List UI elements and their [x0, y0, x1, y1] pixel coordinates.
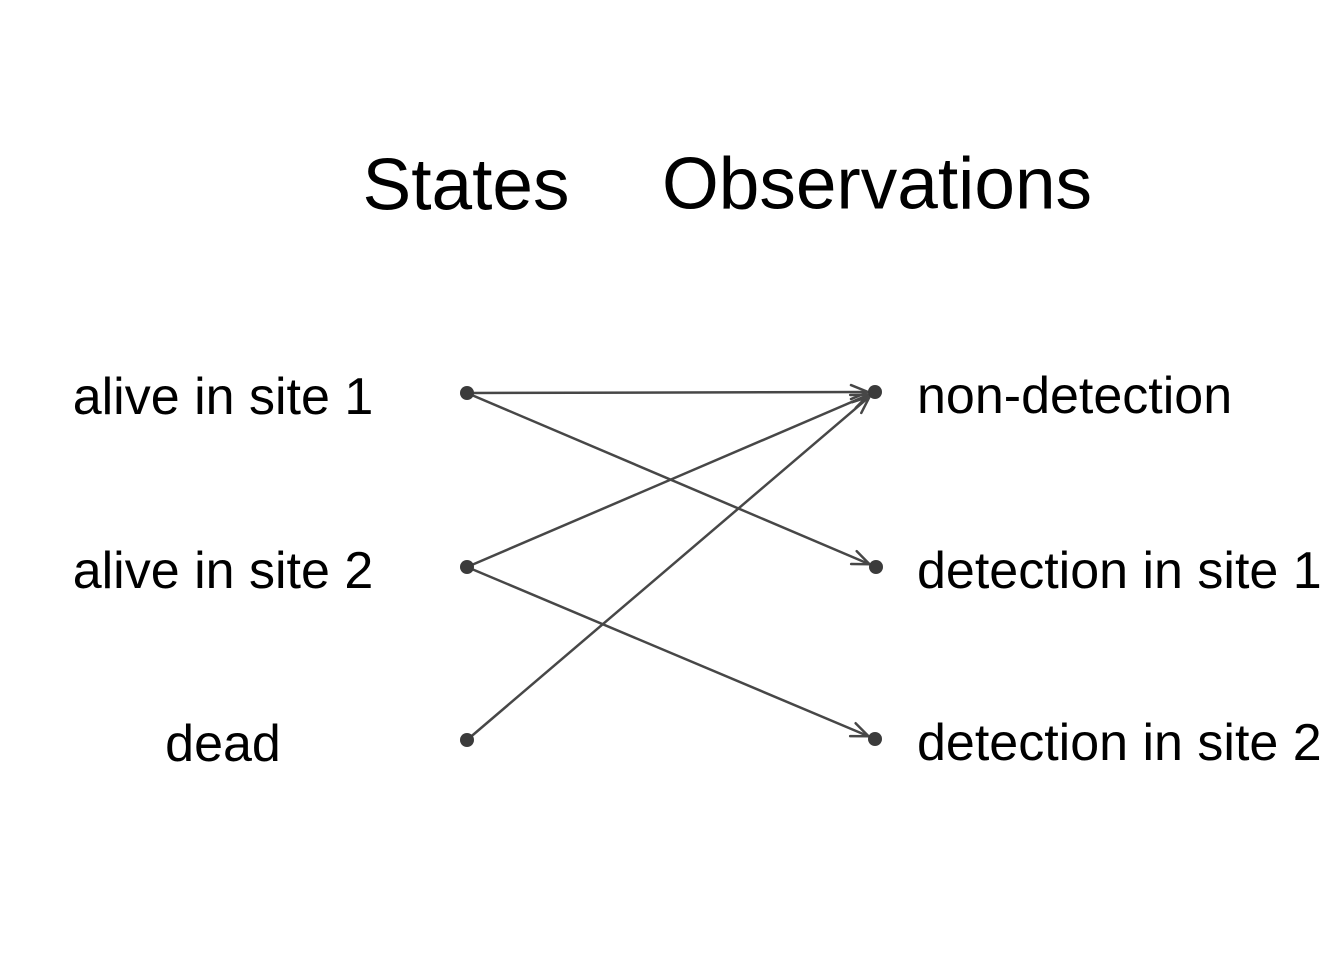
- node-dot-detection-in-site-1: [869, 560, 883, 574]
- edge-alive-in-site-1-to-non-detection: [466, 383, 872, 401]
- node-dot-dead: [460, 733, 474, 747]
- nodes-layer: [460, 385, 883, 747]
- edge-alive-in-site-2-to-non-detection: [466, 393, 872, 569]
- state-label-alive-in-site-1: alive in site 1: [72, 368, 374, 426]
- node-dot-alive-in-site-1: [460, 386, 474, 400]
- node-dot-non-detection: [868, 385, 882, 399]
- state-label-alive-in-site-2: alive in site 2: [72, 542, 374, 600]
- observation-label-detection-in-site-1: detection in site 1: [917, 542, 1322, 600]
- observations-column-title: Observations: [661, 143, 1093, 225]
- edge-dead-to-non-detection: [466, 394, 873, 741]
- observation-label-non-detection: non-detection: [917, 367, 1233, 425]
- edges-layer: [466, 383, 873, 741]
- state-label-dead: dead: [165, 715, 281, 773]
- states-column-title: States: [362, 144, 570, 226]
- node-dot-detection-in-site-2: [868, 732, 882, 746]
- observation-label-detection-in-site-2: detection in site 2: [917, 714, 1322, 772]
- node-dot-alive-in-site-2: [460, 560, 474, 574]
- edge-alive-in-site-1-to-detection-in-site-1: [466, 391, 873, 566]
- edge-alive-in-site-2-to-detection-in-site-2: [466, 565, 872, 738]
